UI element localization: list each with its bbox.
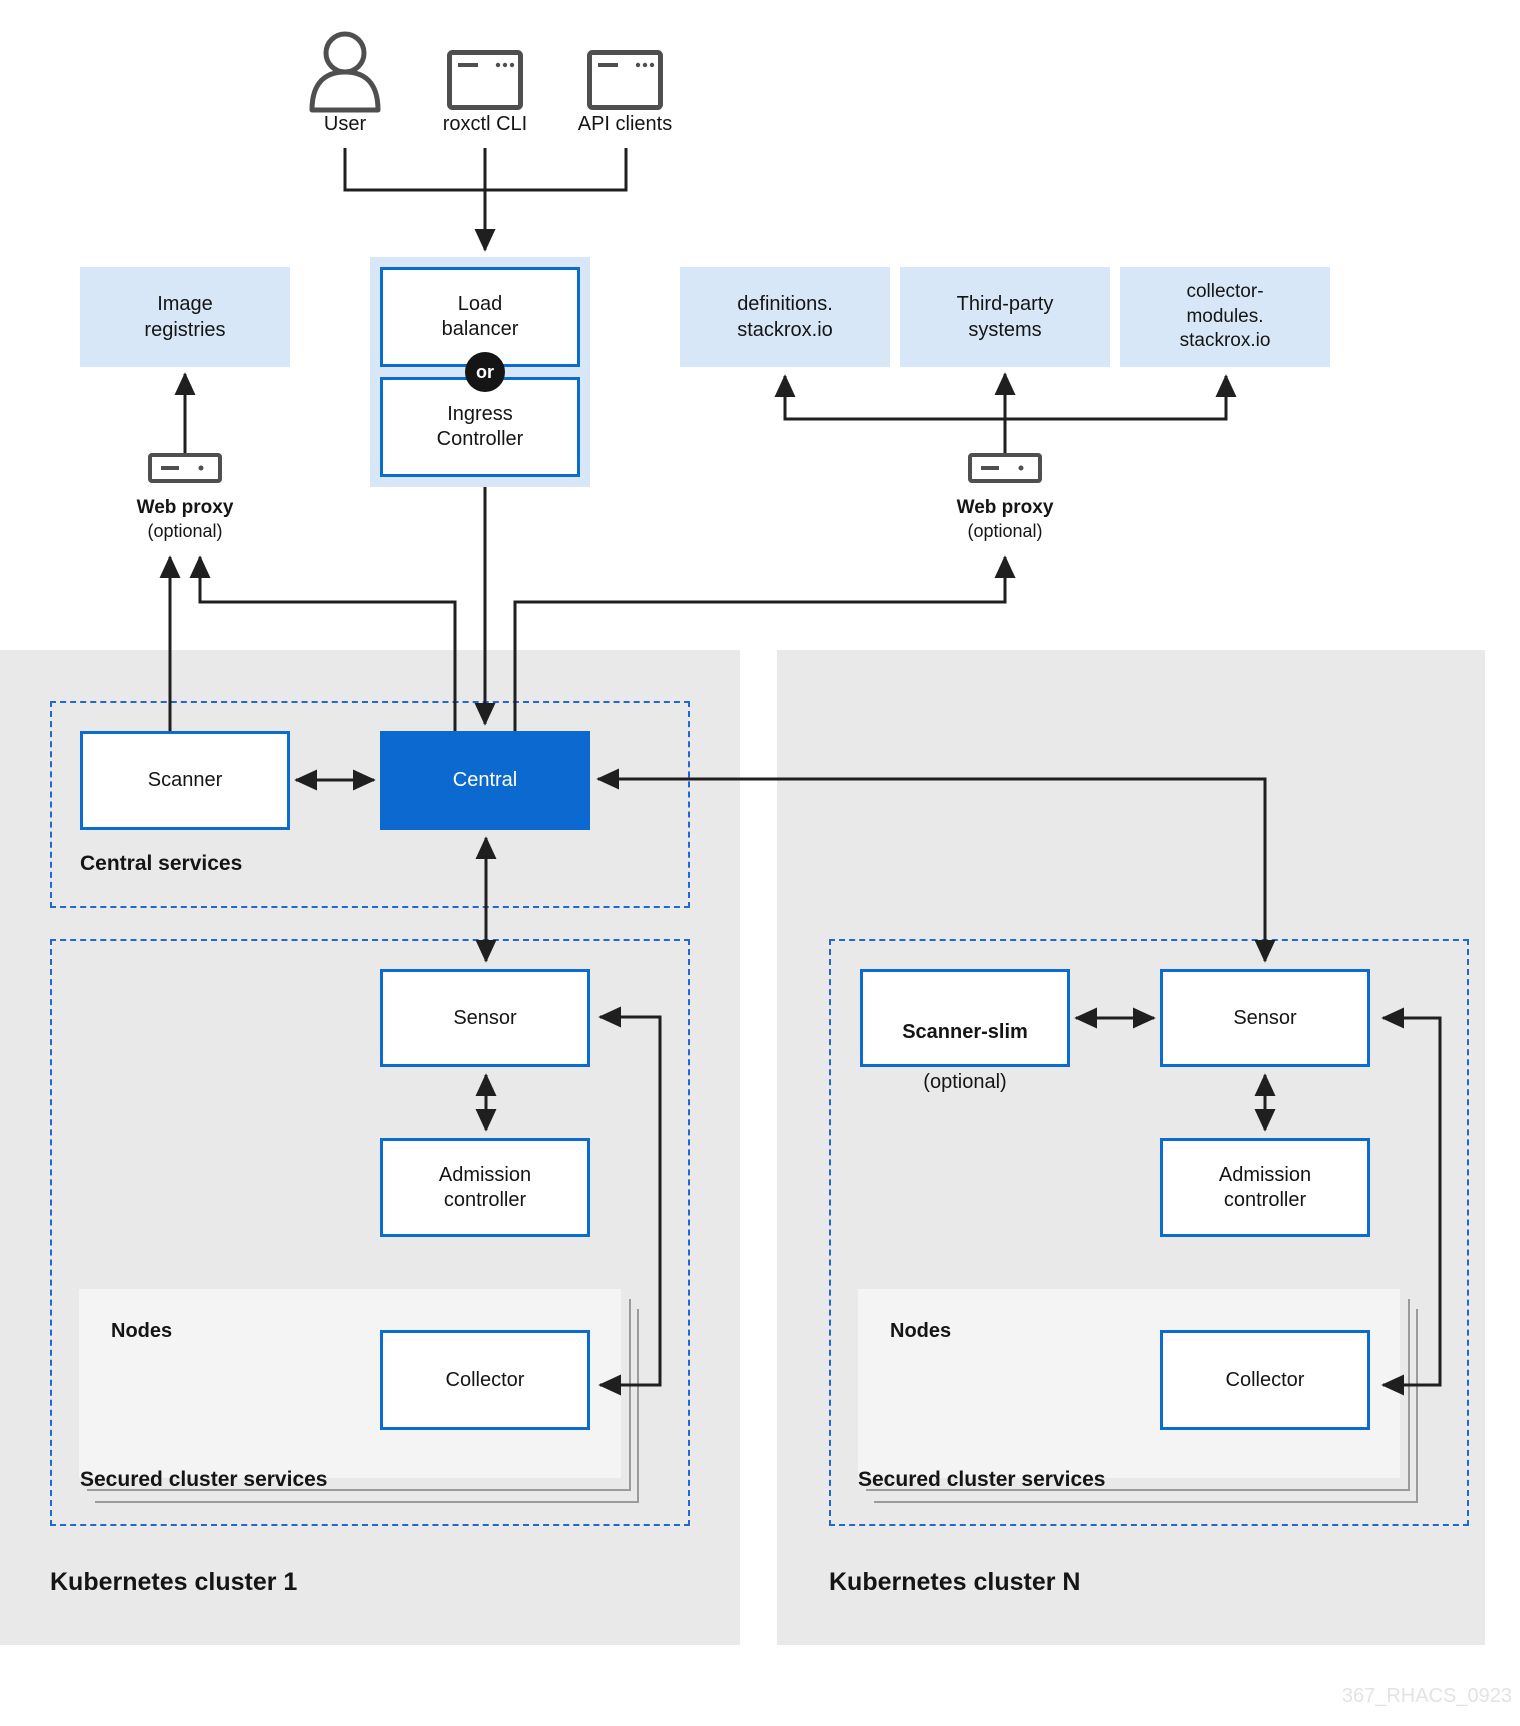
clusterN-scanner-slim-title: Scanner-slim xyxy=(902,1021,1028,1043)
scanner-box: Scanner xyxy=(80,731,290,830)
clusterN-secured-label: Secured cluster services xyxy=(858,1468,1106,1491)
cluster1-secured-boundary xyxy=(50,939,690,1526)
api-clients-icon xyxy=(587,50,663,115)
cluster1-secured-label: Secured cluster services xyxy=(80,1468,328,1491)
cluster1-nodes-stack2 xyxy=(95,1309,639,1503)
definitions-box: definitions. stackrox.io xyxy=(680,267,890,367)
clusterN-scanner-slim-box: Scanner-slim (optional) xyxy=(860,969,1070,1093)
cluster1-nodes-stack1 xyxy=(87,1299,631,1491)
figure-id-watermark: 367_RHACS_0923 xyxy=(1341,1685,1512,1707)
cluster1-collector-box: Collector xyxy=(380,1330,590,1430)
web-proxy-left-label: Web proxy (optional) xyxy=(110,496,260,542)
clusterN-label: Kubernetes cluster N xyxy=(829,1568,1081,1596)
central-box: Central xyxy=(380,731,590,830)
cluster1-admission-box: Admission controller xyxy=(380,1138,590,1237)
image-registries-box: Image registries xyxy=(80,267,290,367)
user-icon xyxy=(305,28,385,119)
load-balancer-box: Load balancer xyxy=(380,267,580,367)
roxctl-cli-icon xyxy=(447,50,523,115)
collector-modules-box: collector- modules. stackrox.io xyxy=(1120,267,1330,367)
central-services-label: Central services xyxy=(80,852,243,875)
web-proxy-right-optional: (optional) xyxy=(967,520,1043,541)
web-proxy-right-title: Web proxy xyxy=(956,497,1054,518)
web-proxy-left-icon xyxy=(148,453,222,488)
or-badge: or xyxy=(465,352,505,392)
roxctl-cli-label: roxctl CLI xyxy=(442,113,528,135)
clusterN-sensor-box: Sensor xyxy=(1160,969,1370,1067)
user-label: User xyxy=(323,113,367,135)
clusterN-scanner-slim-optional: (optional) xyxy=(923,1071,1007,1093)
clusterN-admission-box: Admission controller xyxy=(1160,1138,1370,1237)
api-clients-label: API clients xyxy=(577,113,673,135)
cluster1-label: Kubernetes cluster 1 xyxy=(50,1568,298,1596)
ingress-controller-box: Ingress Controller xyxy=(380,377,580,477)
web-proxy-right-label: Web proxy (optional) xyxy=(930,496,1080,542)
edge-webproxyR-to-definitions-collectormodules xyxy=(774,374,1237,421)
clusterN-nodes-stack1 xyxy=(866,1299,1410,1491)
third-party-box: Third-party systems xyxy=(900,267,1110,367)
edge-actors-join xyxy=(343,148,628,192)
web-proxy-left-optional: (optional) xyxy=(147,520,223,541)
cluster1-sensor-box: Sensor xyxy=(380,969,590,1067)
clusterN-collector-box: Collector xyxy=(1160,1330,1370,1430)
clusterN-nodes-label: Nodes xyxy=(890,1320,952,1342)
clusterN-nodes-stack2 xyxy=(874,1309,1418,1503)
cluster1-nodes-label: Nodes xyxy=(111,1320,173,1342)
web-proxy-left-title: Web proxy xyxy=(136,497,234,518)
web-proxy-right-icon xyxy=(968,453,1042,488)
